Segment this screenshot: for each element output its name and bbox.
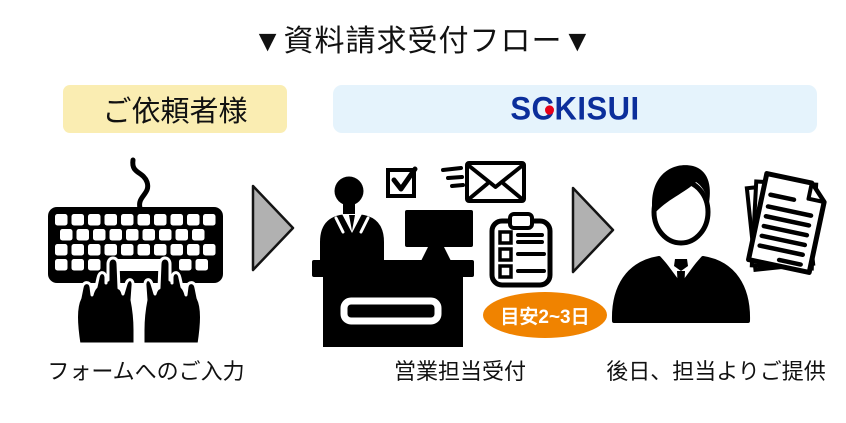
monitor-icon [405,210,473,261]
company-banner: S C KISUI [333,85,817,133]
mail-icon [441,161,526,203]
requester-label: ご依頼者様 [63,85,287,133]
checklist-icon [489,212,553,288]
requester-label-text: ご依頼者様 [102,96,248,128]
keyboard-typing-icon [48,157,223,346]
step-caption-sales-reception: 営業担当受付 [393,359,526,384]
documents-icon [744,171,827,275]
reception-desk-icon [312,161,553,347]
businessman-icon [611,165,827,323]
checkbox-icon [386,166,418,198]
sekisui-logo: S C KISUI [510,90,639,128]
logo-part-after: KISUI [554,90,640,127]
typing-hands-icon [75,256,203,346]
step-caption-form-input: フォームへのご入力 [47,359,245,384]
flow-arrow-icon [251,184,295,272]
logo-part-before: S [510,90,532,127]
step-caption-delivery: 後日、担当よりご提供 [606,359,826,384]
logo-red-dot-icon [545,105,555,116]
page-title: ▼資料請求受付フロー▼ [252,25,594,58]
logo-stylized-e-icon: C [531,90,555,127]
lead-time-badge-text: 目安2~3日 [500,306,590,328]
lead-time-badge: 目安2~3日 [483,292,607,338]
flow-arrow-icon [571,186,615,274]
